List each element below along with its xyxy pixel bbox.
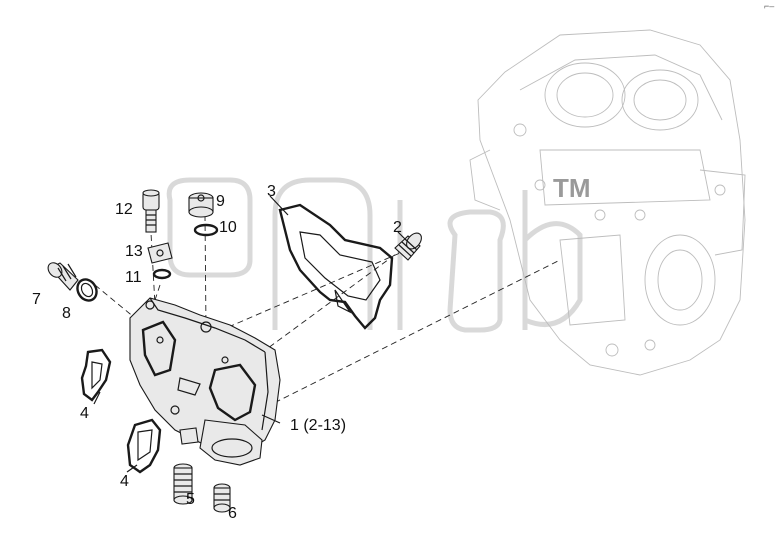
callout-9: 9: [216, 193, 225, 210]
callout-leaders: [93, 195, 407, 473]
corner-mark: ⌐–: [764, 1, 774, 11]
callout-3: 3: [267, 183, 276, 200]
callout-11: 11: [125, 269, 142, 286]
callout-1: 1 (2-13): [290, 417, 346, 434]
part-11-o-ring: [152, 268, 172, 280]
part-7-plug: [47, 262, 79, 291]
callout-8: 8: [62, 305, 71, 322]
callout-2: 2: [393, 219, 402, 236]
part-4-gasket-upper: [80, 348, 112, 402]
callout-5: 5: [186, 491, 195, 508]
part-4-gasket-lower: [126, 418, 162, 474]
callout-labels: 12 9 3 10 2 13 11 7 8 4 1 (2-13) 4 5 6: [32, 183, 402, 522]
callout-7: 7: [32, 291, 41, 308]
callout-4-upper: 4: [80, 405, 89, 422]
part-8-washer: [76, 278, 98, 302]
callout-4-lower: 4: [120, 473, 129, 490]
callout-10: 10: [219, 219, 237, 236]
part-9-plug: [188, 192, 214, 218]
trademark-mark: TM: [553, 173, 591, 203]
part-1-housing: [129, 297, 281, 466]
engine-block-ghost: [469, 29, 746, 376]
part-2-fitting: [394, 232, 422, 261]
callout-6: 6: [228, 505, 237, 522]
callout-12: 12: [115, 201, 133, 218]
part-12-bolt: [142, 189, 160, 233]
part-10-o-ring: [193, 223, 219, 237]
callout-13: 13: [125, 243, 143, 260]
part-13-plate: [147, 242, 173, 264]
watermark-logo: TM: [166, 173, 591, 333]
part-6-fitting: [213, 483, 231, 513]
part-5-fitting: [173, 463, 193, 505]
part-3-gasket: [278, 203, 394, 330]
